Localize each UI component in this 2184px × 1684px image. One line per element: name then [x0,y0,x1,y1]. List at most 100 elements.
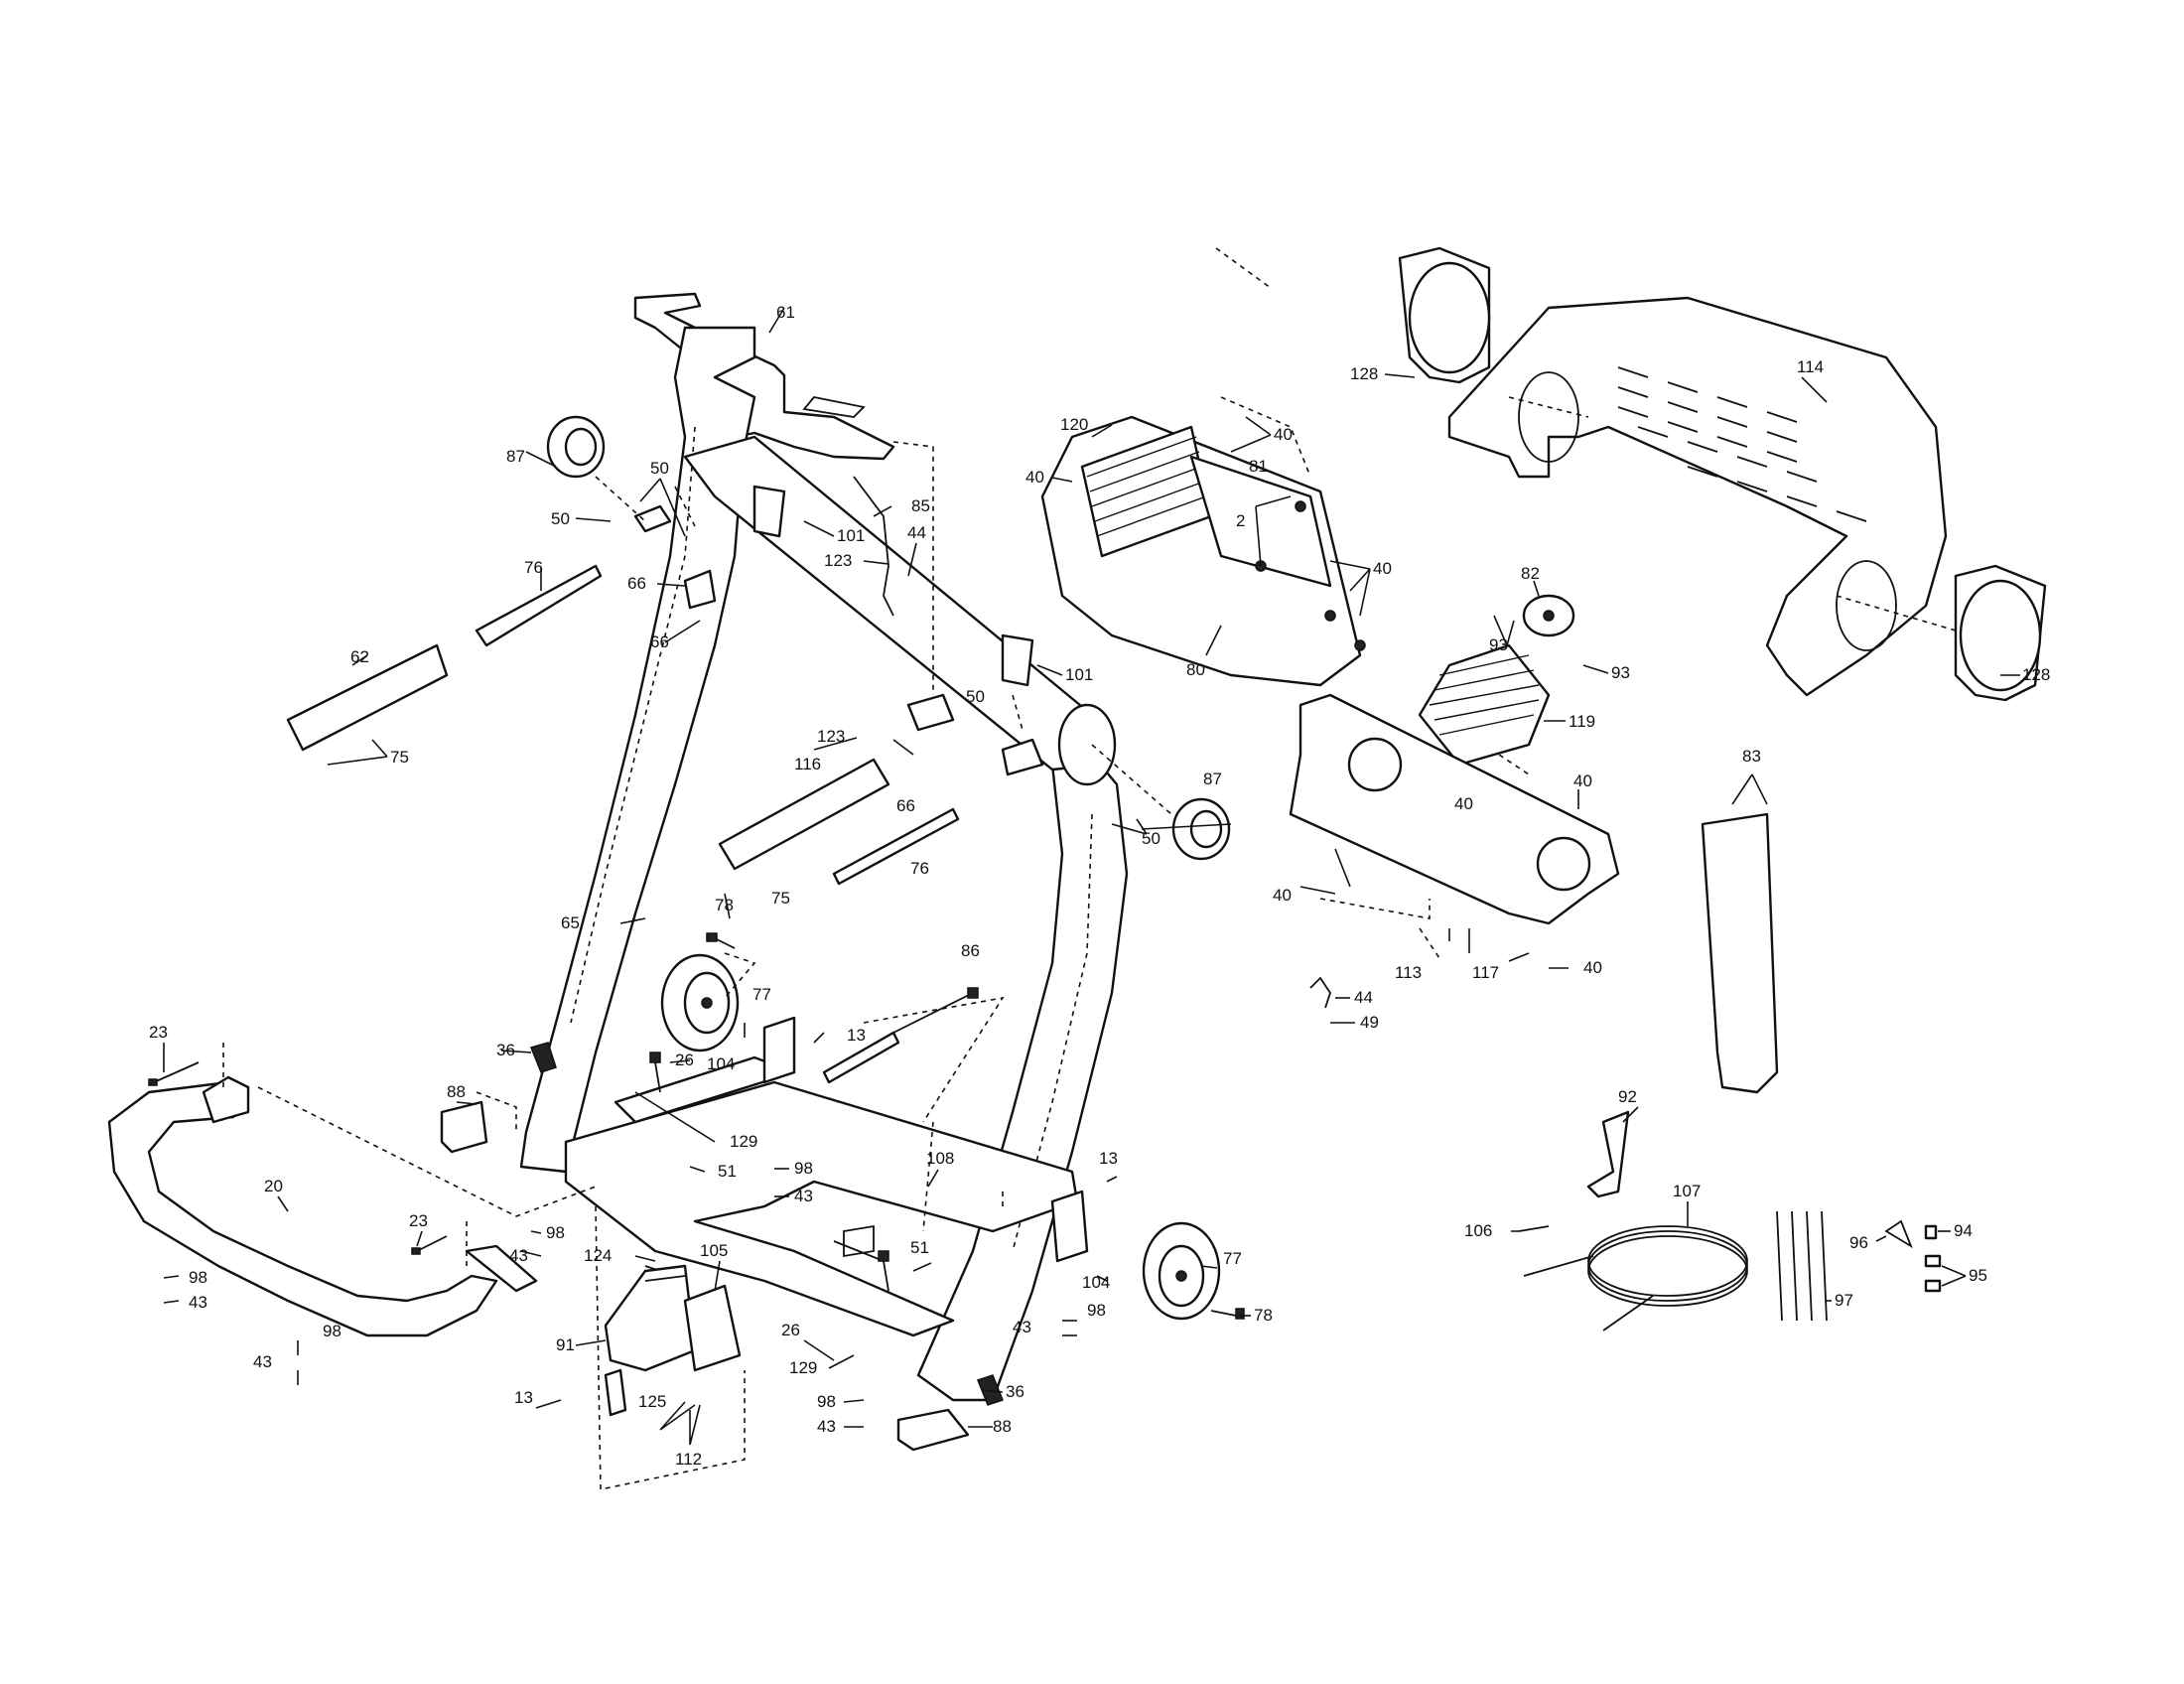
label-43: 43 [189,1293,207,1312]
label-113: 113 [1395,963,1422,982]
label-124: 124 [584,1246,612,1265]
part-85-wire [853,476,894,617]
label-51: 51 [910,1238,929,1257]
label-95: 95 [1969,1266,1987,1285]
part-114-vents [1617,366,1867,522]
part-81-board [1189,455,1332,588]
label-125: 125 [638,1392,666,1411]
label-78: 78 [1254,1306,1273,1325]
label-98: 98 [546,1223,565,1242]
part-crossbar-top [683,435,1104,772]
label-80: 80 [1186,660,1205,679]
part-77-wheel-b [1142,1221,1221,1321]
label-91: 91 [556,1335,575,1354]
label-26: 26 [675,1051,694,1069]
label-43: 43 [817,1417,836,1436]
part-82-fan [1522,594,1575,637]
label-129: 129 [789,1358,817,1377]
part-128-cover-a [1398,246,1491,384]
part-20-base-bar [107,1080,498,1337]
label-50: 50 [1142,829,1160,848]
label-94: 94 [1954,1221,1973,1240]
part-92-strap [1586,1110,1630,1198]
part-116-grip [718,758,890,871]
part-95-b [1924,1279,1942,1293]
label-85: 85 [911,496,930,515]
label-20: 20 [264,1177,283,1195]
label-97: 97 [1835,1291,1853,1310]
label-88: 88 [447,1082,466,1101]
label-50: 50 [966,687,985,706]
label-88: 88 [993,1417,1012,1436]
part-107-cable [1523,1225,1748,1332]
label-123: 123 [824,551,852,570]
label-66: 66 [896,796,915,815]
label-98: 98 [1087,1301,1106,1320]
label-93: 93 [1489,635,1508,654]
label-13: 13 [847,1026,866,1045]
label-92: 92 [1618,1087,1637,1106]
label-40: 40 [1273,886,1292,905]
part-65-left-upright [519,326,756,1174]
label-26: 26 [781,1321,800,1339]
label-51: 51 [718,1162,737,1181]
label-76: 76 [524,558,543,577]
label-75: 75 [771,889,790,908]
label-96: 96 [1849,1233,1868,1252]
label-40: 40 [1025,468,1044,487]
label-93: 93 [1611,663,1630,682]
part-87-cap-a [546,415,606,479]
part-86-shock [822,1031,900,1084]
part-77-wheel-a [660,953,740,1052]
label-105: 105 [700,1241,728,1260]
label-77: 77 [752,985,771,1004]
part-base-frame [564,1080,1079,1337]
part-87-cap-b [1171,797,1231,861]
label-66: 66 [650,632,669,651]
part-105-bracket [683,1284,742,1372]
label-104: 104 [1082,1273,1110,1292]
fasteners [148,932,1245,1320]
label-128: 128 [1350,364,1378,383]
part-83-strap [1701,812,1779,1094]
label-65: 65 [561,913,580,932]
label-98: 98 [794,1159,813,1178]
part-128-cover-b [1954,564,2047,702]
label-108: 108 [926,1149,954,1168]
label-43: 43 [1013,1318,1031,1336]
label-36: 36 [1006,1382,1024,1401]
label-43: 43 [253,1352,272,1371]
label-23: 23 [409,1211,428,1230]
label-119: 119 [1569,712,1595,731]
label-114: 114 [1797,357,1824,376]
label-117: 117 [1472,963,1499,982]
part-76-rail-a [475,564,603,647]
label-75: 75 [390,748,409,767]
label-116: 116 [794,755,821,773]
label-36: 36 [496,1041,515,1059]
label-112: 112 [675,1450,702,1469]
label-82: 82 [1521,564,1540,583]
label-78: 78 [715,896,734,914]
alignment-lines [222,247,1957,1490]
part-119-grille [1418,643,1551,767]
label-40: 40 [1274,425,1293,444]
label-104: 104 [707,1054,735,1073]
part-36-pad [529,1042,557,1073]
label-98: 98 [189,1268,207,1287]
label-50: 50 [650,459,669,478]
label-101: 101 [837,526,865,545]
part-44-49 [1309,976,1331,1009]
leader-lines [163,307,2020,1446]
part-94 [1924,1224,1938,1240]
part-91-motor [604,1264,697,1372]
label-61: 61 [776,303,795,322]
part-76-rail-b [832,807,960,886]
part-62-grip [286,643,449,752]
label-43: 43 [794,1187,813,1205]
label-23: 23 [149,1023,168,1042]
label-2: 2 [1236,511,1245,530]
callout-labels: 61 87 50 50 85 101 44 123 76 66 66 62 75… [149,303,2050,1469]
